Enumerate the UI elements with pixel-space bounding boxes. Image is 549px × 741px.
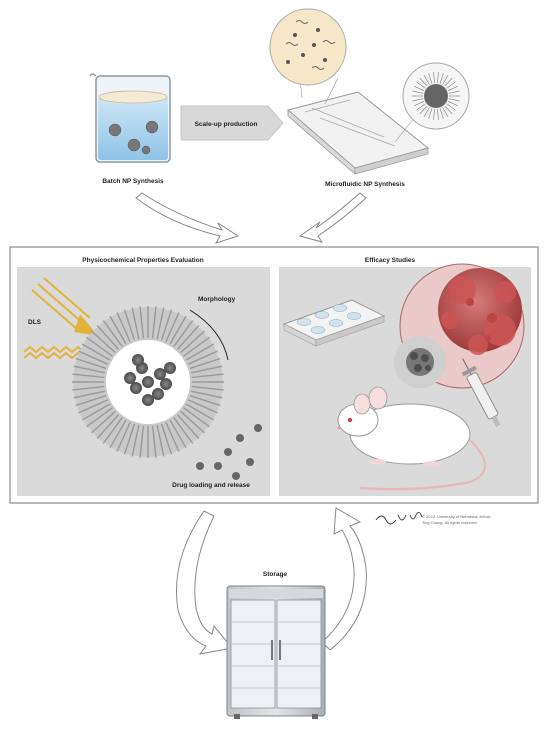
syringe-icon (461, 358, 501, 427)
efficacy-title: Efficacy Studies (365, 257, 416, 264)
arrow-batch-to-evaluation (135, 192, 240, 244)
morphology-indicator (189, 309, 229, 361)
nanoparticle-icon (72, 306, 262, 480)
zoom-circle-nanoparticle (394, 62, 470, 143)
microfluidic-chip-icon (286, 91, 430, 175)
storage-label: Storage (263, 571, 288, 578)
zoom-circle-precursors (269, 8, 347, 105)
physicochemical-title: Physicochemical Properties Evaluation (82, 257, 203, 264)
microfluidic-label: Microfluidic NP Synthesis (325, 181, 405, 188)
signature (375, 512, 423, 525)
mouse-icon (337, 386, 487, 491)
scaleup-label: Scale-up production (195, 121, 258, 128)
beaker-icon (89, 73, 171, 163)
drug-loading-label: Drug loading and release (172, 482, 250, 489)
refrigerator-icon (226, 585, 326, 719)
dls-label: DLS (28, 319, 42, 326)
morphology-label: Morphology (198, 296, 236, 303)
well-plate-icon (282, 299, 386, 347)
copyright-line2: Ting Chong. All rights reserved. (422, 520, 478, 525)
copyright-line1: © 2022, University of Nebraska, Arthur- (422, 514, 492, 519)
arrow-evaluation-to-storage (175, 510, 233, 655)
targeted-nanoparticle-icon (394, 336, 446, 388)
scaleup-arrow (180, 105, 284, 141)
arrow-storage-to-evaluation (321, 507, 367, 651)
batch-label: Batch NP Synthesis (102, 178, 164, 185)
arrow-microfluidic-to-evaluation (298, 192, 367, 243)
